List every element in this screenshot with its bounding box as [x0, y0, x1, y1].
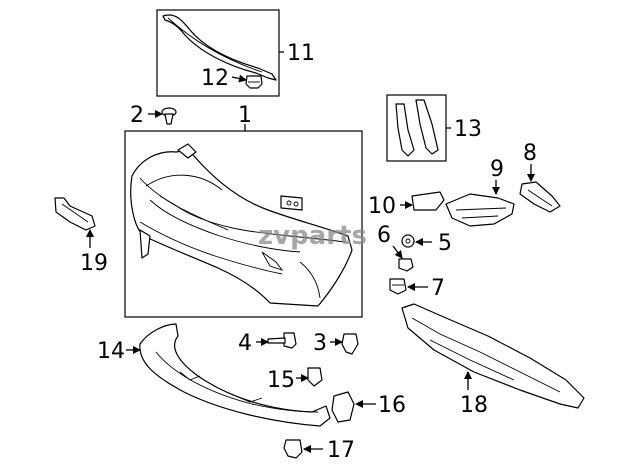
part-7-clip [389, 278, 407, 295]
part-1-bumper-cover [130, 143, 353, 307]
callout-1: 1 [238, 103, 252, 128]
callout-17: 17 [327, 438, 355, 463]
part-18-under-cover [401, 303, 585, 409]
part-3-clip [341, 333, 359, 355]
callout-12: 12 [201, 66, 229, 91]
part-6-clip [398, 258, 414, 272]
part-4-bolt [267, 332, 297, 349]
callout-15: 15 [267, 368, 295, 393]
callout-16: 16 [378, 393, 406, 418]
part-5-clip [401, 234, 415, 248]
part-8-bracket [519, 181, 561, 213]
callout-2: 2 [130, 103, 144, 128]
part-10-bracket [411, 191, 445, 211]
watermark-logo: zvparts [258, 221, 367, 251]
leader-lines [86, 51, 535, 453]
part-15-clip [307, 367, 323, 387]
callout-18: 18 [460, 393, 488, 418]
part-19-bracket [54, 197, 96, 231]
callout-10: 10 [368, 194, 396, 219]
callout-4: 4 [238, 331, 252, 356]
callout-9: 9 [490, 157, 504, 182]
part-group-box-11 [156, 9, 280, 97]
callout-5: 5 [438, 231, 452, 256]
part-12-clip [245, 75, 263, 89]
callout-7: 7 [431, 276, 445, 301]
part-9-bracket [445, 193, 515, 227]
callout-13: 13 [454, 117, 482, 142]
part-17-clip [283, 439, 303, 459]
callout-6: 6 [377, 223, 391, 248]
part-2-clip [161, 107, 177, 125]
callout-8: 8 [523, 141, 537, 166]
part-16-bracket [331, 391, 355, 423]
callout-3: 3 [313, 331, 327, 356]
part-group-box-1 [124, 130, 363, 318]
part-14-lower-spoiler [139, 323, 331, 427]
callout-14: 14 [97, 339, 125, 364]
part-13-brackets [395, 99, 439, 157]
callout-19: 19 [80, 251, 108, 276]
part-11-strip [162, 14, 277, 81]
callout-11: 11 [287, 41, 315, 66]
